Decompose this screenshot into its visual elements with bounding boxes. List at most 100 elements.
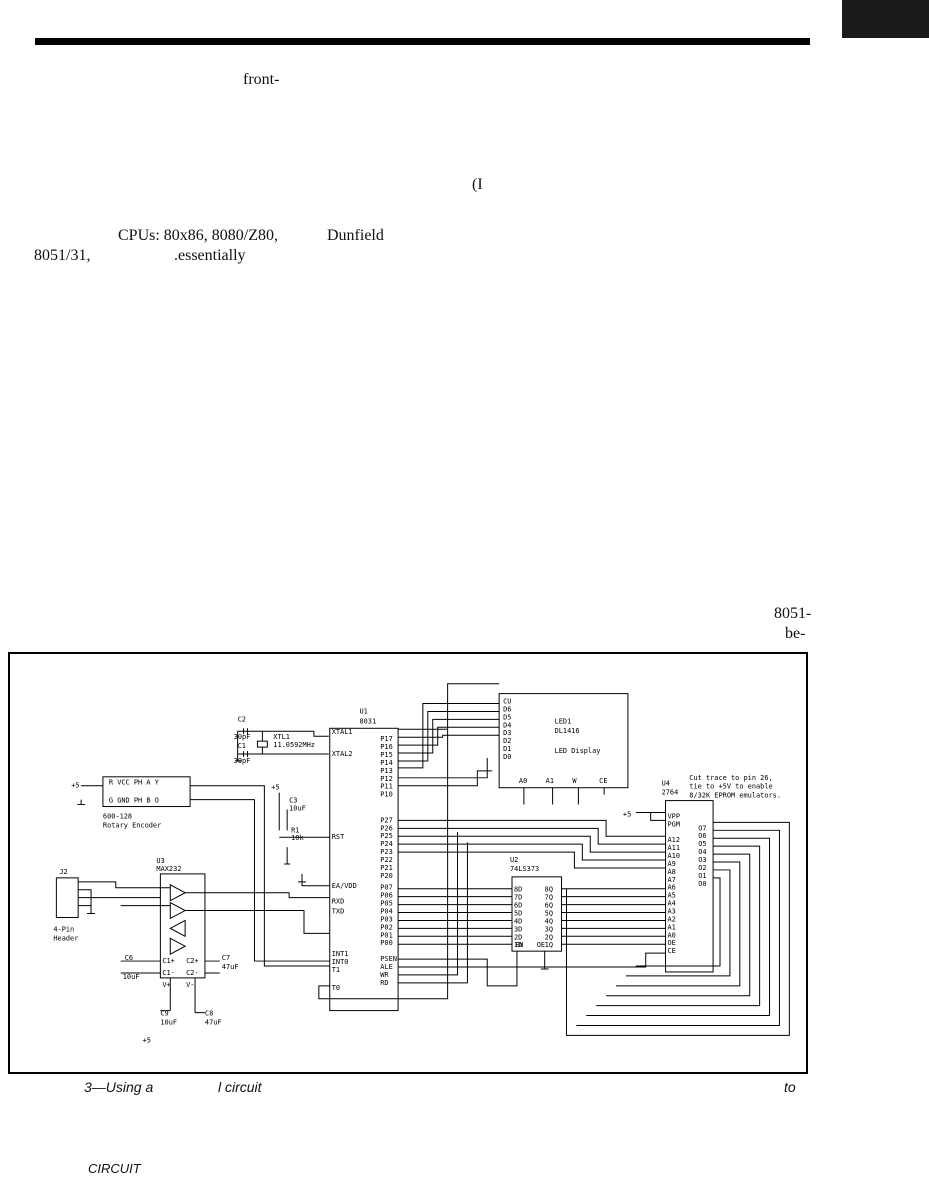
pin-label: A4: [668, 900, 676, 908]
schematic-figure: U1 8031 LED1 DL1416 LED Display U2 74LS3…: [8, 652, 808, 1074]
pin-label: T0: [332, 984, 340, 992]
note-line: tie to +5V to enable: [689, 783, 772, 791]
u3-part: MAX232: [156, 865, 181, 873]
pin-label: D6: [503, 705, 511, 713]
pin-label: 4Q: [545, 917, 553, 925]
pin-label: P12: [380, 775, 393, 783]
text-fragment: 8051/31,: [34, 247, 91, 264]
pin-label: A7: [668, 876, 676, 884]
c9-ref: C9: [160, 1010, 168, 1018]
pin-label: W: [572, 777, 577, 785]
pin-label: INT0: [332, 958, 349, 966]
led-part: DL1416: [555, 727, 580, 735]
pin-label: P17: [380, 735, 393, 743]
pin-label: INT1: [332, 950, 349, 958]
pin-label: A8: [668, 868, 676, 876]
pin-label: A12: [668, 836, 681, 844]
caption-right: to: [784, 1079, 796, 1095]
pin-label: D3: [503, 729, 511, 737]
u4-part: 2764: [662, 789, 679, 797]
pin-label: V-: [186, 981, 194, 989]
pin-label: P04: [380, 908, 393, 916]
text-fragment: .essentially: [174, 247, 246, 264]
pin-label: CE: [668, 947, 676, 955]
c3-val: 10uF: [289, 805, 306, 813]
supply-label: +5: [623, 810, 631, 818]
pin-label: 2D: [514, 933, 522, 941]
xtal-ref: XTL1: [273, 733, 290, 741]
pin-label: CE: [599, 777, 607, 785]
text-fragment: front-: [243, 71, 280, 88]
corner-mark: [842, 0, 929, 38]
pin-label: P21: [380, 864, 393, 872]
pin-label: O4: [698, 848, 706, 856]
c6-val: 10uF: [123, 973, 140, 981]
pin-label: A1: [668, 923, 676, 931]
u1-ref: U1: [359, 707, 367, 715]
pin-label: A0: [668, 931, 676, 939]
schematic-svg: U1 8031 LED1 DL1416 LED Display U2 74LS3…: [53, 683, 790, 1044]
pin-label: A2: [668, 915, 676, 923]
r1-val: 10k: [291, 834, 304, 842]
pin-label: A6: [668, 884, 676, 892]
pin-label: A0: [519, 777, 527, 785]
supply-label: +5: [143, 1036, 151, 1044]
pin-label: P15: [380, 751, 393, 759]
pin-label: 8Q: [545, 886, 553, 894]
u3-ref: U3: [156, 857, 164, 865]
pin-label: 3D: [514, 925, 522, 933]
c8-ref: C8: [205, 1010, 213, 1018]
pin-label: D5: [503, 713, 511, 721]
encoder-pins-bottom: G GND PH B O: [109, 797, 159, 805]
pin-label: O2: [698, 864, 706, 872]
pin-label: PGM: [668, 820, 681, 828]
pin-label: P01: [380, 931, 393, 939]
pin-label: RST: [332, 833, 345, 841]
pin-label: P02: [380, 923, 393, 931]
text-fragment: be-: [785, 625, 806, 642]
pin-label: OE: [537, 941, 545, 949]
pin-label: A10: [668, 852, 681, 860]
pin-label: P25: [380, 832, 393, 840]
pin-label: 6D: [514, 902, 522, 910]
pin-label: P23: [380, 848, 393, 856]
pin-label: 5Q: [545, 909, 553, 917]
c1-ref: C1: [238, 742, 246, 750]
pin-label: P03: [380, 915, 393, 923]
pin-label: 7D: [514, 894, 522, 902]
pin-label: 8D: [514, 886, 522, 894]
pin-label: P16: [380, 743, 393, 751]
c1-val: 30pF: [234, 757, 251, 765]
pin-label: P07: [380, 884, 393, 892]
encoder-pins-top: R VCC PH A Y: [109, 779, 160, 787]
header-rule: [35, 38, 810, 45]
pin-label: PSEN: [380, 955, 397, 963]
pin-label: A9: [668, 860, 676, 868]
pin-label: 2Q: [545, 933, 553, 941]
c9-val: 10uF: [160, 1018, 177, 1026]
pin-label: P10: [380, 791, 393, 799]
pin-label: O7: [698, 824, 706, 832]
pin-label: V+: [162, 981, 170, 989]
u3-pins: C1+C1-V+C2+C2-V-: [162, 957, 198, 989]
pin-label: 7Q: [545, 894, 553, 902]
supply-label: +5: [71, 782, 79, 790]
c8-val: 47uF: [205, 1018, 222, 1026]
c7-val: 47uF: [222, 963, 239, 971]
pin-label: TXD: [332, 908, 345, 916]
pin-label: C2+: [186, 957, 199, 965]
pin-label: O1: [698, 872, 706, 880]
pin-label: P27: [380, 816, 393, 824]
u1-right-pins: P17P16P15P14P13P12P11P10P27P26P25P24P23P…: [380, 735, 397, 987]
encoder-part: 600-128: [103, 812, 132, 820]
pin-label: CU: [503, 698, 511, 706]
caption-mid: l circuit: [218, 1079, 262, 1095]
pin-label: C1-: [162, 969, 175, 977]
pin-label: VPP: [668, 812, 681, 820]
